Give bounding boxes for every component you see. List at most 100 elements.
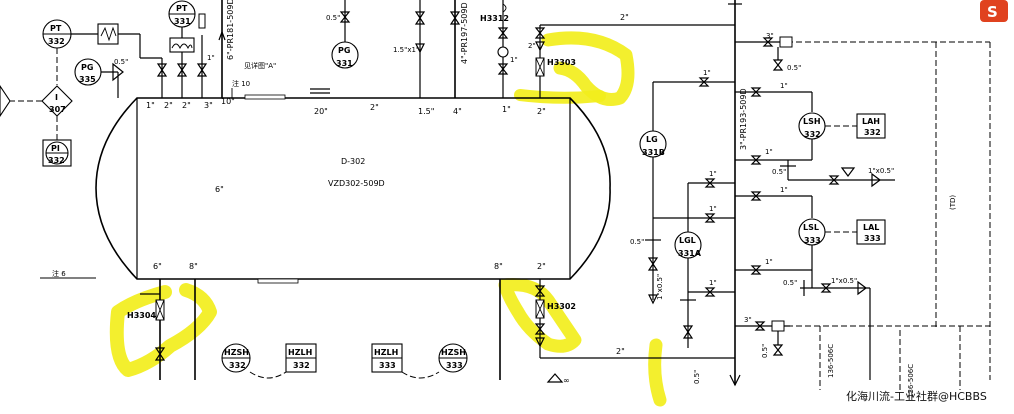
svg-text:3": 3" xyxy=(766,32,774,40)
svg-text:1": 1" xyxy=(709,205,717,213)
svg-text:335: 335 xyxy=(79,75,96,84)
watermark: S 化海川流-工业社群@HCBBS xyxy=(846,0,1008,403)
top-left-instrumentation: PT 332 I 307 PI 332 PG 335 0.5" PT 331 xyxy=(0,0,276,167)
svg-text:6": 6" xyxy=(153,262,162,271)
svg-text:1": 1" xyxy=(765,258,773,266)
svg-text:331: 331 xyxy=(174,17,191,26)
svg-text:HZLH: HZLH xyxy=(288,348,312,357)
svg-text:PT: PT xyxy=(176,4,188,13)
svg-text:10": 10" xyxy=(221,97,235,106)
svg-text:1": 1" xyxy=(709,279,717,287)
watermark-text: 化海川流-工业社群@HCBBS xyxy=(846,389,987,403)
svg-text:136-506C: 136-506C xyxy=(907,364,915,398)
vessel-tag: D-302 xyxy=(341,157,365,166)
svg-text:0.5": 0.5" xyxy=(114,58,128,66)
brand-logo-icon: S xyxy=(987,3,998,21)
svg-text:1": 1" xyxy=(207,54,215,62)
svg-text:1": 1" xyxy=(510,56,518,64)
vessel-d302: D-302 VZD302-509D 6" xyxy=(95,94,611,284)
note-10: 注 10 xyxy=(232,79,250,88)
svg-text:2": 2" xyxy=(182,101,191,110)
svg-text:333: 333 xyxy=(379,361,396,370)
svg-text:1.5": 1.5" xyxy=(418,107,434,116)
svg-text:3": 3" xyxy=(744,316,752,324)
svg-text:H3302: H3302 xyxy=(547,302,576,311)
svg-text:2": 2" xyxy=(164,101,173,110)
svg-text:333: 333 xyxy=(446,361,463,370)
svg-text:2": 2" xyxy=(528,42,536,50)
svg-text:20": 20" xyxy=(314,107,328,116)
svg-text:PG: PG xyxy=(338,46,350,55)
svg-text:LSL: LSL xyxy=(803,223,819,232)
svg-text:1"x0.5": 1"x0.5" xyxy=(656,274,664,300)
svg-text:307: 307 xyxy=(49,105,66,114)
svg-text:2": 2" xyxy=(616,347,625,356)
line-label-3pr193: 3"-PR193-509D xyxy=(739,88,748,150)
svg-text:2": 2" xyxy=(620,13,629,22)
svg-text:1"x0.5": 1"x0.5" xyxy=(868,167,894,175)
svg-text:2": 2" xyxy=(537,107,546,116)
svg-text:333: 333 xyxy=(864,234,881,243)
svg-text:PT: PT xyxy=(50,24,62,33)
note-6: 注 6 xyxy=(52,269,66,278)
svg-text:HZLH: HZLH xyxy=(374,348,398,357)
svg-text:1.5"x1": 1.5"x1" xyxy=(393,46,419,54)
svg-text:1": 1" xyxy=(780,186,788,194)
bottom-hz-instruments: HZSH 332 HZLH 332 HZLH 333 HZSH 333 xyxy=(221,343,468,379)
svg-text:1": 1" xyxy=(146,101,155,110)
svg-text:LSH: LSH xyxy=(803,117,821,126)
svg-text:331A: 331A xyxy=(678,249,702,258)
bottom-left-nozzle: H3304 xyxy=(127,279,196,380)
svg-text:H3303: H3303 xyxy=(547,58,576,67)
svg-text:1": 1" xyxy=(780,82,788,90)
svg-text:PG: PG xyxy=(81,63,93,72)
svg-text:2": 2" xyxy=(370,103,379,112)
svg-text:332: 332 xyxy=(864,128,881,137)
infinity-symbol: ∞ xyxy=(563,376,570,385)
svg-text:1": 1" xyxy=(502,105,511,114)
svg-text:331B: 331B xyxy=(642,148,665,157)
nozzle-size-6-left: 6" xyxy=(215,185,224,194)
svg-text:0.5": 0.5" xyxy=(787,64,801,72)
vessel-line-number: VZD302-509D xyxy=(328,179,385,188)
svg-text:0.5": 0.5" xyxy=(693,370,701,384)
svg-text:LG: LG xyxy=(646,135,658,144)
svg-text:8": 8" xyxy=(189,262,198,271)
svg-text:LGL: LGL xyxy=(679,236,696,245)
svg-text:331: 331 xyxy=(336,59,353,68)
svg-text:HZSH: HZSH xyxy=(224,348,249,357)
svg-text:332: 332 xyxy=(804,130,821,139)
right-level-instrumentation: 3"-PR193-509D LG 331B 1" LGL 331A 1" 1" … xyxy=(630,0,895,387)
line-label-6pr181: 6"-PR181-509D xyxy=(226,0,235,60)
svg-text:1": 1" xyxy=(709,170,717,178)
svg-text:332: 332 xyxy=(229,361,246,370)
svg-text:0.5": 0.5" xyxy=(326,14,340,22)
top-middle-instrumentation: 0.5" PG 331 1.5"x1" 4"-PR197-509D H3312 … xyxy=(310,0,735,98)
svg-text:1": 1" xyxy=(765,148,773,156)
svg-text:4": 4" xyxy=(453,107,462,116)
svg-text:0.5": 0.5" xyxy=(783,279,797,287)
svg-text:0.5": 0.5" xyxy=(630,238,644,246)
svg-text:LAH: LAH xyxy=(862,117,880,126)
svg-text:332: 332 xyxy=(48,156,65,165)
svg-text:H3304: H3304 xyxy=(127,311,156,320)
line-label-4pr197: 4"-PR197-509D xyxy=(460,2,469,64)
detail-a-note: 见详图"A" xyxy=(244,61,276,70)
svg-text:8": 8" xyxy=(494,262,503,271)
svg-text:0.5": 0.5" xyxy=(772,168,786,176)
svg-text:1"x0.5": 1"x0.5" xyxy=(831,277,857,285)
svg-text:3": 3" xyxy=(204,101,213,110)
svg-text:LAL: LAL xyxy=(863,223,879,232)
svg-text:2": 2" xyxy=(537,262,546,271)
td-label: (TD) xyxy=(949,195,957,210)
svg-text:0.5": 0.5" xyxy=(761,344,769,358)
svg-text:H3312: H3312 xyxy=(480,14,509,23)
highlight-marks xyxy=(109,31,667,407)
top-nozzle-labels: 1" 2" 2" 3" 10" 20" 2" 1.5" 4" 1" 2" 6" … xyxy=(146,97,546,271)
right-header-lines: 3" 0.5" (TD) 136-506C 136-506C xyxy=(735,32,991,398)
svg-text:332: 332 xyxy=(293,361,310,370)
svg-text:136-506C: 136-506C xyxy=(827,344,835,378)
bottom-right-nozzle: 2" H3302 ∞ xyxy=(499,279,735,385)
svg-text:I: I xyxy=(55,93,58,102)
